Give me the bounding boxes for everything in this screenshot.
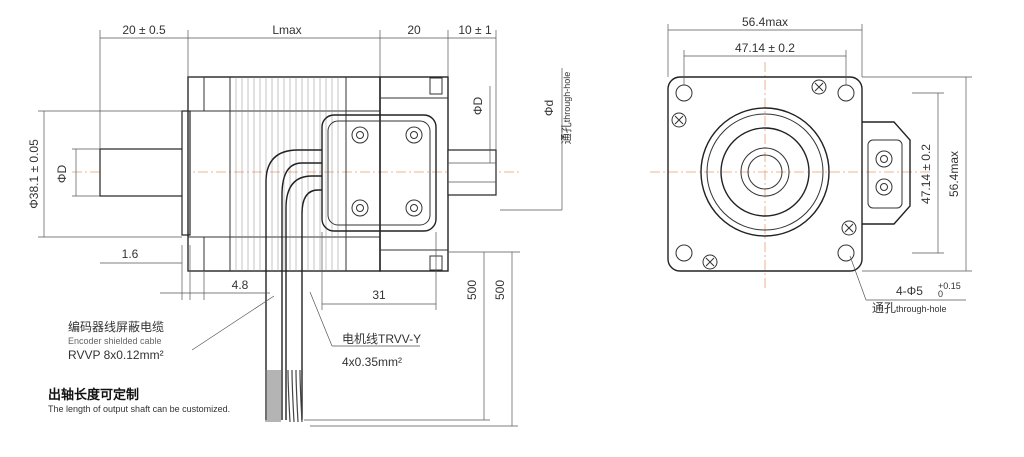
encoder-cable-spec: RVVP 8x0.12mm² [68, 348, 164, 362]
dim-body-length: Lmax [272, 23, 301, 37]
dim-front-width: 56.4max [742, 15, 788, 29]
motor-cable-cn: 电机线TRVV-Y [342, 332, 421, 346]
front-flange-square [667, 76, 863, 272]
side-left-dimensions [38, 110, 182, 238]
dim-shaft-length: 20 ± 0.5 [122, 23, 166, 37]
front-shaft [99, 148, 185, 197]
boss-inner [720, 127, 810, 217]
dim-flange-thickness: 1.6 [122, 247, 139, 261]
motor-body [187, 76, 381, 272]
dim-step: 4.8 [232, 278, 249, 292]
encoder-callout-leader [191, 295, 275, 351]
mounting-screws [671, 79, 857, 270]
encoder-cable [265, 149, 322, 422]
stator-laminations [235, 77, 339, 271]
cable-length-dimensions [304, 251, 520, 427]
dim-hole-d: Φd [542, 100, 556, 116]
motor-cable [285, 175, 322, 423]
front-flange [181, 110, 191, 236]
dim-holes-tol-lower: 0 [938, 289, 943, 299]
note-title-en: The length of output shaft can be custom… [48, 404, 230, 414]
side-top-dimensions [99, 30, 497, 150]
dim-cable-length-a: 500 [465, 280, 479, 300]
holes-note: 通孔through-hole [872, 301, 947, 315]
dim-front-shaft-d: ΦD [55, 165, 69, 184]
dim-front-height: 56.4max [947, 151, 961, 197]
encoder-cable-cn: 编码器线屏蔽电缆 [68, 319, 164, 334]
dim-holes-tol-upper: +0.15 [938, 281, 961, 291]
motor-cable-spec: 4x0.35mm² [342, 355, 402, 369]
rear-shaft [447, 149, 497, 196]
side-right-dimensions [489, 68, 563, 211]
boss-outer [700, 107, 830, 237]
note-title-cn: 出轴长度可定制 [48, 387, 139, 402]
front-top-dimensions [667, 24, 863, 85]
dim-front-vert-spacing: 47.14 ± 0.2 [919, 144, 933, 204]
dim-cable-length-b: 500 [493, 280, 507, 300]
holes-callout-leader [849, 255, 867, 301]
shaft-face [740, 147, 790, 197]
dim-flange-diameter: Φ38.1 ± 0.05 [27, 139, 41, 209]
connector-block [321, 114, 437, 232]
dim-encoder-width: 31 [372, 288, 386, 302]
dim-hole-label: 通孔through-hole [560, 72, 573, 145]
dim-rear-shaft-d: ΦD [471, 97, 485, 116]
dim-holes: 4-Φ5 [896, 284, 923, 298]
dim-encoder-length: 20 [407, 23, 421, 37]
side-view: 20 ± 0.5 Lmax 20 10 ± 1 Φ38.1 ± 0.05 ΦD … [27, 23, 573, 427]
front-connector [862, 121, 911, 225]
mounting-holes [675, 84, 855, 262]
encoder-cable-en: Encoder shielded cable [68, 336, 162, 346]
front-right-dimensions [862, 76, 972, 272]
front-view: 56.4max 47.14 ± 0.2 56.4max 47.14 ± 0.2 … [650, 15, 972, 315]
encoder-housing [379, 76, 449, 272]
motor-callout-leader [309, 291, 333, 347]
dim-front-hole-spacing: 47.14 ± 0.2 [735, 41, 795, 55]
side-bottom-dimensions [100, 232, 437, 310]
dim-rear-shaft: 10 ± 1 [458, 23, 492, 37]
